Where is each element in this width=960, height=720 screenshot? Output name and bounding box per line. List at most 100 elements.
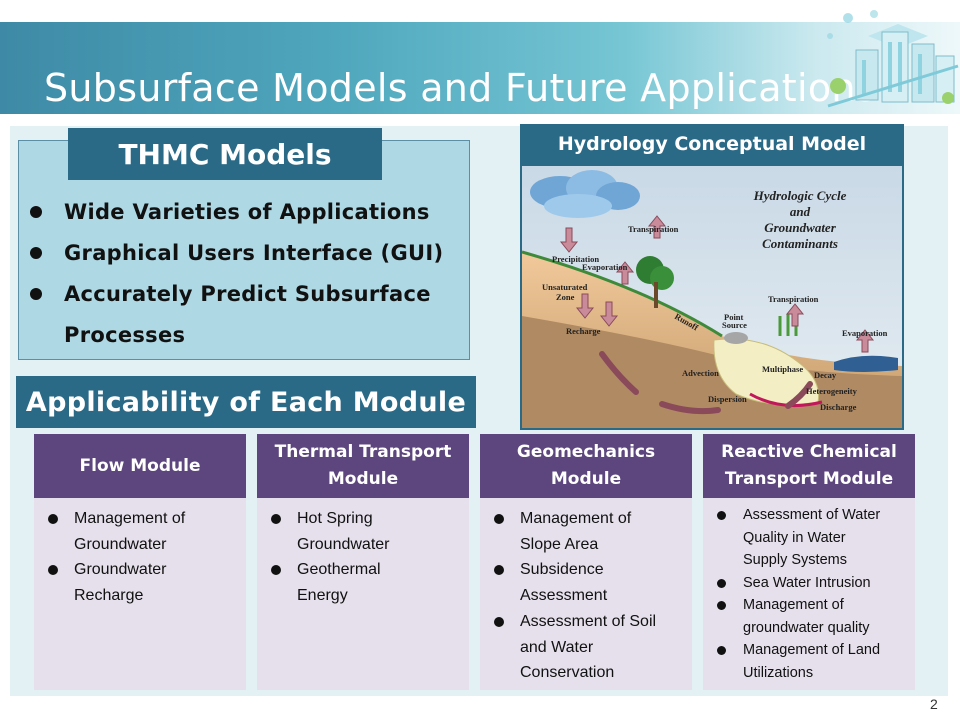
hydrology-header: Hydrology Conceptual Model [520,124,904,164]
bullet-icon [494,565,504,576]
module-item-text: groundwater quality [743,619,870,636]
label-evaporation-1: Evaporation [582,262,628,272]
module-item: Management of Slope Area [492,506,688,557]
thmc-feature-text: Accurately Predict Subsurface [64,282,431,306]
module-item-text: Geothermal [297,561,381,579]
module-title: Geomechanics [516,442,656,462]
module-item-text: Groundwater [297,535,390,553]
module-item-text: Management of [520,510,632,527]
slide-title: Subsurface Models and Future Application… [44,66,876,110]
module-item-text: Management of [743,597,844,613]
module-item-text: Assessment of Soil [520,612,657,630]
module-title: Module [327,469,399,489]
module-card-flow: Flow Module Management of Groundwater Gro… [34,434,246,690]
title-banner: Subsurface Models and Future Application… [0,22,960,114]
bullet-icon [717,601,726,610]
module-item-text: Sea Water Intrusion [743,574,871,591]
module-item-text: Subsidence [520,561,604,579]
label-transpiration-1: Transpiration [628,224,679,234]
module-item-text: Management of [74,510,186,527]
module-title: Thermal Transport [274,442,452,462]
label-discharge: Discharge [820,402,857,412]
bullet-icon [48,565,58,576]
thmc-feature-item: Wide Varieties of Applications [30,192,460,233]
city-illustration [827,10,959,108]
bullet-icon [494,616,504,627]
label-evaporation-2: Evaporation [842,328,888,338]
module-item-text: Quality in Water [743,529,846,546]
module-item: Management of groundwater quality [715,594,911,639]
hydrology-diagram: Transpiration Precipitation Evaporation … [520,164,904,430]
bullet-icon [717,511,726,520]
module-item-text: Slope Area [520,535,599,553]
module-item-text: Conservation [520,664,615,682]
bullet-icon [30,206,42,218]
label-point-source-1: Point [724,312,744,322]
label-advection: Advection [682,368,719,378]
module-item-text: Supply Systems [743,552,847,568]
bullet-icon [30,288,42,300]
label-precipitation: Precipitation [552,254,599,264]
module-item: Management of Groundwater [46,506,242,557]
diagram-title-line-1: Hydrologic Cycle [753,188,847,203]
bullet-icon [30,247,42,259]
applicability-title: Applicability of Each Module [16,376,476,428]
thmc-feature-item: Graphical Users Interface (GUI) [30,233,460,274]
module-title: Transport Module [724,469,894,489]
label-unsaturated-zone-2: Zone [556,292,575,302]
label-point-source-2: Source [722,320,747,330]
diagram-title-line-2: and [790,204,811,219]
module-item-text: Groundwater [74,561,167,579]
module-item-text: Management of Land [743,642,881,658]
label-recharge: Recharge [566,326,601,336]
module-item-text: Groundwater [74,535,167,553]
bullet-icon [271,565,281,576]
module-item: Sea Water Intrusion [715,572,911,595]
bullet-icon [494,514,504,524]
page-number: 2 [930,696,938,712]
bullet-icon [48,514,58,524]
diagram-title-line-4: Contaminants [762,236,838,251]
bullet-icon [717,578,726,588]
thmc-models-title: THMC Models [68,128,382,180]
thmc-feature-text: Graphical Users Interface (GUI) [64,241,444,265]
label-unsaturated-zone-1: Unsaturated [542,282,588,292]
label-heterogeneity: Heterogeneity [806,386,858,396]
module-header: Flow Module [34,434,246,498]
label-decay: Decay [814,370,837,380]
diagram-title-line-3: Groundwater [764,220,836,235]
module-title: Reactive Chemical [721,442,897,462]
label-multiphase: Multiphase [762,364,803,374]
thmc-feature-text-cont: Processes [64,323,186,347]
module-item-text: Assessment of Water [743,507,881,523]
bullet-icon [271,514,281,524]
module-item-text: Recharge [74,587,144,605]
label-dispersion: Dispersion [708,394,747,404]
bullet-icon [717,646,726,655]
module-item-text: Energy [297,587,348,605]
module-title: Flow Module [79,455,201,476]
module-title: Module [550,469,622,489]
hydrology-diagram-svg: Transpiration Precipitation Evaporation … [522,166,902,428]
module-item-text: Hot Spring [297,510,373,527]
thmc-feature-text: Wide Varieties of Applications [64,200,430,224]
module-item-text: and Water [520,638,594,656]
